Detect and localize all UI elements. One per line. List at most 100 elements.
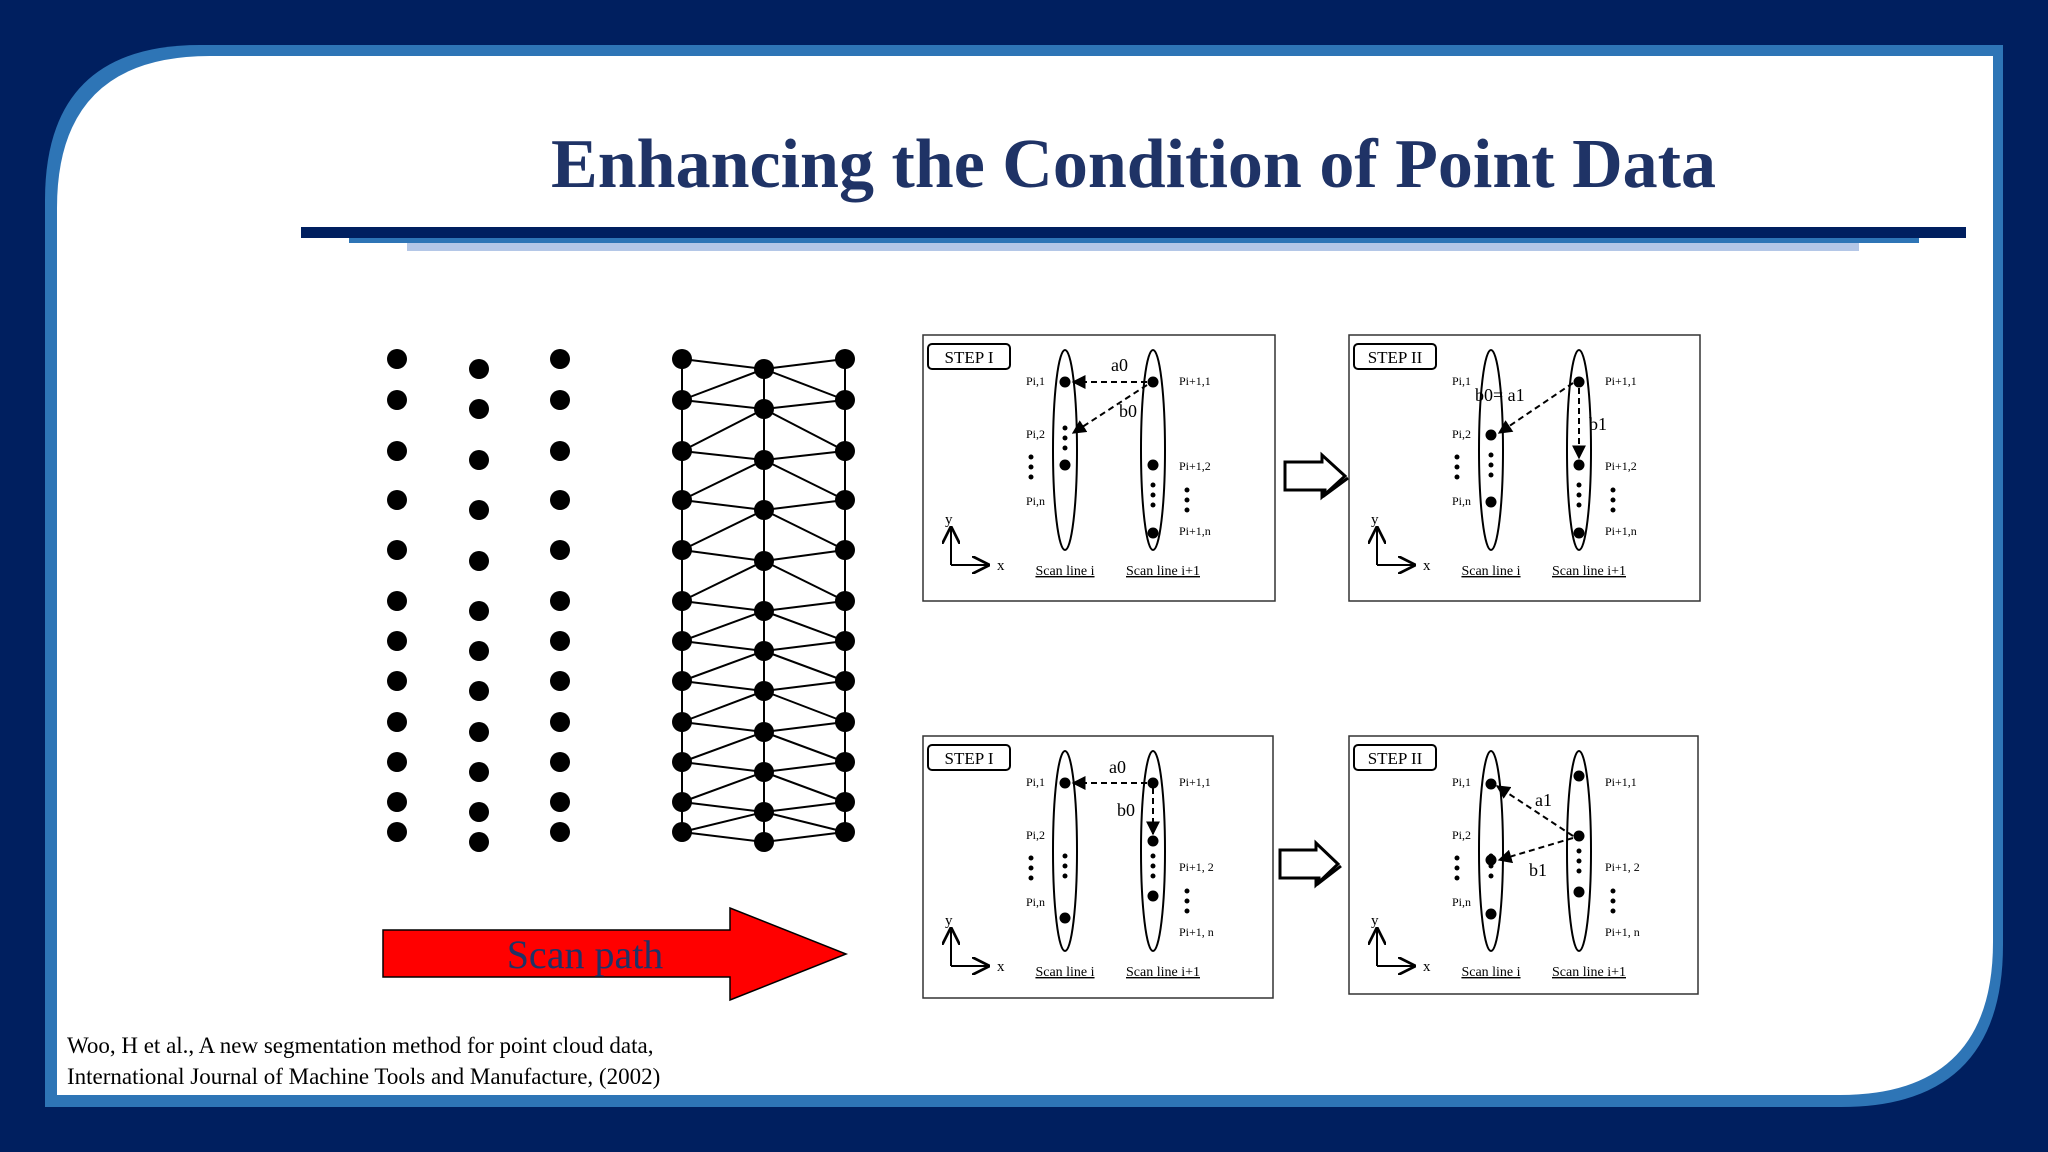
scan-line-ellipse [1052, 349, 1078, 551]
ellipsis-dot [1488, 462, 1494, 468]
scan-point [469, 802, 489, 822]
mesh-edge [763, 600, 846, 612]
step-label-box [927, 744, 1011, 771]
scan-point [387, 591, 407, 611]
scan-point [1059, 376, 1071, 388]
mesh-vertex [754, 641, 774, 661]
point-label: Pi,n [1026, 494, 1045, 508]
scan-point [1485, 496, 1497, 508]
mesh-vertex [835, 540, 855, 560]
step-label: STEP II [1368, 749, 1423, 768]
scan-point [1573, 376, 1585, 388]
point-label: Pi,1 [1026, 775, 1045, 789]
mesh-edge [763, 721, 846, 733]
mesh-edge [763, 450, 846, 461]
vector-label: b0 [1119, 401, 1137, 421]
mesh-vertex [672, 631, 692, 651]
mesh-edge [681, 690, 765, 723]
scan-point [387, 792, 407, 812]
mesh-edge [681, 499, 765, 511]
scan-line-ellipse [1478, 349, 1504, 551]
scan-point [469, 681, 489, 701]
mesh-edge [763, 761, 846, 773]
scan-line-label: Scan line i [1461, 965, 1520, 980]
search-vector [1497, 837, 1574, 864]
point-label: Pi+1,n [1605, 524, 1637, 538]
scan-point [550, 712, 570, 732]
triangulated-mesh [672, 349, 855, 852]
ellipsis-dot [1062, 435, 1068, 441]
scan-point [550, 631, 570, 651]
scan-point [469, 601, 489, 621]
scan-point [1147, 835, 1159, 847]
mesh-vertex [754, 359, 774, 379]
scan-line-ellipse [1140, 349, 1166, 551]
point-label: Pi+1,1 [1605, 775, 1637, 789]
vector-label: b0 [1117, 800, 1135, 820]
mesh-edge [763, 610, 846, 642]
vector-label: b1 [1529, 860, 1547, 880]
mesh-vertex [835, 671, 855, 691]
mesh-vertex [835, 390, 855, 410]
point-label: Pi,n [1452, 494, 1471, 508]
ellipsis-dot [1184, 888, 1190, 894]
scan-point [1573, 459, 1585, 471]
ellipsis-dot [1454, 865, 1460, 871]
ellipsis-dot [1028, 855, 1034, 861]
scan-point [1147, 527, 1159, 539]
scan-line-ellipse [1052, 750, 1078, 952]
scan-point [469, 762, 489, 782]
ellipsis-dot [1184, 487, 1190, 493]
step-label-box [927, 343, 1011, 370]
scan-path-arrow: Scan path [382, 906, 849, 1002]
ellipsis-dot [1454, 454, 1460, 460]
ellipsis-dot [1576, 492, 1582, 498]
panel-border [922, 735, 1274, 999]
scan-point [550, 591, 570, 611]
scan-point [550, 540, 570, 560]
mesh-edge [763, 408, 846, 452]
point-label: Pi,2 [1452, 828, 1471, 842]
ellipsis-dot [1150, 482, 1156, 488]
ellipsis-dot [1488, 452, 1494, 458]
scan-point [469, 450, 489, 470]
point-label: Pi+1,1 [1179, 374, 1211, 388]
mesh-vertex [672, 591, 692, 611]
mesh-vertex [672, 349, 692, 369]
mesh-edge [681, 640, 765, 652]
scan-point [550, 490, 570, 510]
ellipsis-dot [1184, 898, 1190, 904]
search-vector [1497, 382, 1574, 434]
mesh-edge [681, 771, 765, 803]
citation: Woo, H et al., A new segmentation method… [67, 1030, 867, 1092]
mesh-edge [763, 509, 846, 551]
scan-point [1059, 777, 1071, 789]
mesh-edge [763, 399, 846, 410]
panel-border [1348, 735, 1699, 995]
axis-y-label: y [1371, 913, 1379, 929]
scan-line-label: Scan line i+1 [1126, 564, 1200, 579]
mesh-vertex [835, 752, 855, 772]
mesh-vertex [672, 390, 692, 410]
ellipsis-dot [1184, 908, 1190, 914]
slide-title: Enhancing the Condition of Point Data [551, 126, 1716, 203]
scan-point [469, 359, 489, 379]
mesh-edge [681, 509, 765, 551]
scan-point [1485, 854, 1497, 866]
ellipsis-dot [1150, 502, 1156, 508]
scan-line-label: Scan line i+1 [1126, 965, 1200, 980]
mesh-vertex [754, 601, 774, 621]
vector-label: a0 [1109, 757, 1126, 777]
ellipsis-dot [1028, 865, 1034, 871]
scan-line-label: Scan line i [1035, 564, 1094, 579]
scan-point [1147, 376, 1159, 388]
scan-point [1485, 429, 1497, 441]
ellipsis-dot [1454, 875, 1460, 881]
mesh-vertex [672, 712, 692, 732]
mesh-vertex [754, 500, 774, 520]
mesh-edge [763, 680, 846, 692]
ellipsis-dot [1454, 855, 1460, 861]
